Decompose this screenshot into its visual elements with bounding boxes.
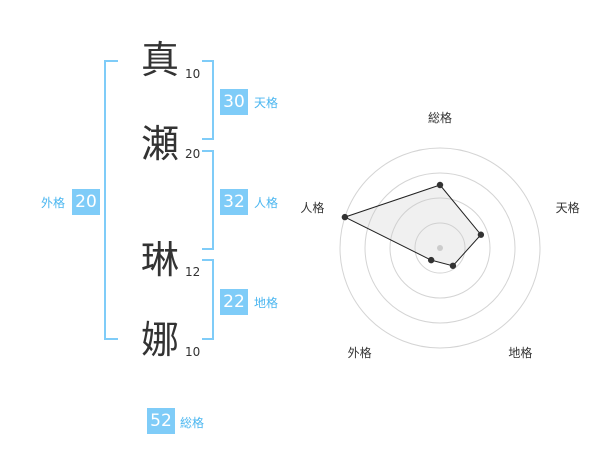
name-char-1: 真 xyxy=(141,38,180,82)
tenkaku-value: 30 xyxy=(220,89,248,115)
radar-ring-1 xyxy=(414,222,466,274)
gaikaku-value: 20 xyxy=(72,189,100,215)
radar-point-3 xyxy=(449,262,457,269)
tenkaku-label: 天格 xyxy=(254,96,279,110)
stroke-count-3: 12 xyxy=(185,265,201,279)
stroke-count-1: 10 xyxy=(185,67,201,81)
name-char-4: 娜 xyxy=(141,318,180,362)
radar-ring-2 xyxy=(389,197,491,299)
radar-point-1 xyxy=(436,181,444,189)
jinkaku-label: 人格 xyxy=(254,196,279,210)
name-char-3: 琳 xyxy=(141,238,180,282)
soukaku-value: 52 xyxy=(147,408,175,434)
stroke-count-4: 10 xyxy=(185,345,201,359)
radar-ring-3 xyxy=(364,172,516,324)
radar-axis-label-2: 天格 xyxy=(556,200,580,215)
radar-ring-4 xyxy=(339,147,541,349)
stroke-count-2: 20 xyxy=(185,147,201,161)
radar-point-5 xyxy=(341,213,349,221)
name-char-2: 瀬 xyxy=(141,122,180,166)
gaikaku-label: 外格 xyxy=(41,196,66,210)
chikaku-value: 22 xyxy=(220,289,248,315)
radar-axis-label-4: 外格 xyxy=(348,345,372,360)
radar-point-4 xyxy=(427,256,435,264)
radar-axis-label-5: 人格 xyxy=(300,200,324,215)
radar-series-polygon xyxy=(343,184,482,267)
radar-point-2 xyxy=(477,231,485,238)
radar-axis-label-3: 地格 xyxy=(508,345,532,360)
radar-axis-label-1: 総格 xyxy=(428,110,452,125)
radar-center xyxy=(437,245,443,251)
soukaku-label: 総格 xyxy=(180,416,205,430)
jinkaku-value: 32 xyxy=(220,189,248,215)
chikaku-label: 地格 xyxy=(254,296,279,310)
